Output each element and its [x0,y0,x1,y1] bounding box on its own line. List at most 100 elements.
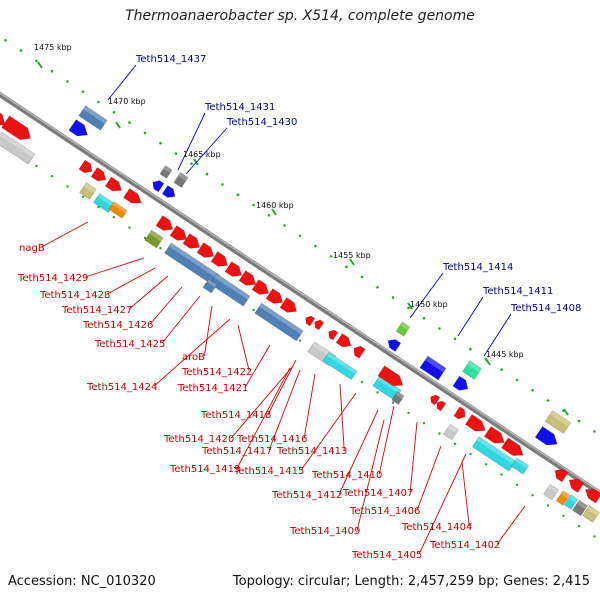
ring-dot [422,316,426,320]
gene-rect [510,457,530,475]
gene-rect [582,505,600,523]
gene-arrow [104,176,123,192]
gene-label: Teth514_1413 [276,446,347,457]
gene-arrow [335,333,352,348]
gene-label: Teth514_1427 [61,305,132,316]
inner-dot [515,483,519,487]
leader-line [203,305,213,357]
gene-arrow [265,288,284,304]
gene-label: Teth514_1424 [86,382,157,393]
gene-features [0,94,600,523]
leader-line [496,505,526,545]
ring-dot [112,111,116,114]
ring-dot [221,183,224,186]
leader-line [149,286,183,325]
gene-rect [419,355,447,381]
ring-dot [143,131,147,135]
inner-dot [376,391,379,394]
tick-ring [4,39,596,538]
gene-label: Teth514_1416 [236,434,307,445]
ring-dot [66,80,69,83]
gene-rect [471,436,517,472]
gene-arrow [182,233,201,249]
gene-label: Teth514_1419 [169,464,240,475]
inner-dot [500,473,503,476]
ring-dot [190,162,193,166]
gene-label: Teth514_1402 [429,540,500,551]
leader-line [300,392,357,471]
ring-dot [546,399,550,402]
major-tick [563,408,569,416]
gene-label: Teth514_1407 [342,488,413,499]
gene-label: Teth514_1415 [233,466,304,477]
ring-dot [159,141,162,145]
ring-dot [236,193,240,196]
major-tick [37,61,43,69]
leader-line [236,367,291,469]
inner-dot [360,380,364,384]
gene-rect [572,499,588,517]
gene-arrow [554,468,569,483]
ring-dot [469,347,472,351]
gene-arrow [210,251,229,267]
gene-arrow [152,180,165,193]
gene-rect [144,229,164,249]
gene-label: Teth514_1428 [39,290,110,301]
ring-dot [4,39,7,42]
leader-line [230,365,294,439]
leader-line [161,295,201,344]
tick-label: 1465 kbp [183,150,221,159]
major-tick [115,121,121,129]
major-tick [271,208,277,216]
gene-label: Teth514_1426 [82,320,153,331]
ring-dot [267,214,271,217]
ring-dot [515,378,519,382]
gene-rect [159,165,173,179]
ring-dot [593,430,596,433]
gene-label: Teth514_1417 [201,446,272,457]
gene-label: Teth514_1408 [510,303,581,314]
ring-dot [252,203,255,207]
leader-line [461,461,470,527]
leader-line [483,313,512,357]
inner-dot [562,514,565,517]
leader-line [409,272,444,319]
gene-rect [395,321,411,337]
gene-label: Teth514_1431 [204,102,275,113]
gene-rect [555,490,571,506]
gene-arrow [161,185,176,198]
leader-line [185,127,228,175]
leader-line [303,373,316,439]
gene-rect [78,105,108,131]
ring-dot [19,49,23,52]
genome-backbone [0,91,600,497]
gene-rect [173,172,189,188]
inner-dot [469,452,472,456]
gene-arrow [377,365,404,387]
gene-label: Teth514_1406 [349,506,420,517]
leader-line [153,318,231,387]
leader-line [106,267,156,295]
gene-rect [254,302,304,342]
gene-label: Teth514_1411 [482,286,553,297]
gene-arrow [353,345,366,359]
ring-dot [35,59,38,63]
leader-line [237,324,250,372]
leader-line [409,421,418,493]
leader-line [41,221,89,248]
gene-arrow [305,315,316,327]
gene-label: Teth514_1409 [289,526,360,537]
inner-dot [298,339,302,342]
gene-rect [0,131,36,165]
ring-dot [531,388,534,392]
backbone-highlight [0,92,600,493]
gene-arrow [123,188,142,204]
leader-line [378,405,395,475]
inner-dot [128,226,131,229]
ring-dot [298,234,302,238]
gene-label: Teth514_1425 [94,339,165,350]
gene-arrow [328,329,339,341]
inner-dot [143,236,147,240]
tick-label: 1460 kbp [256,201,294,210]
gene-arrow [483,426,505,444]
